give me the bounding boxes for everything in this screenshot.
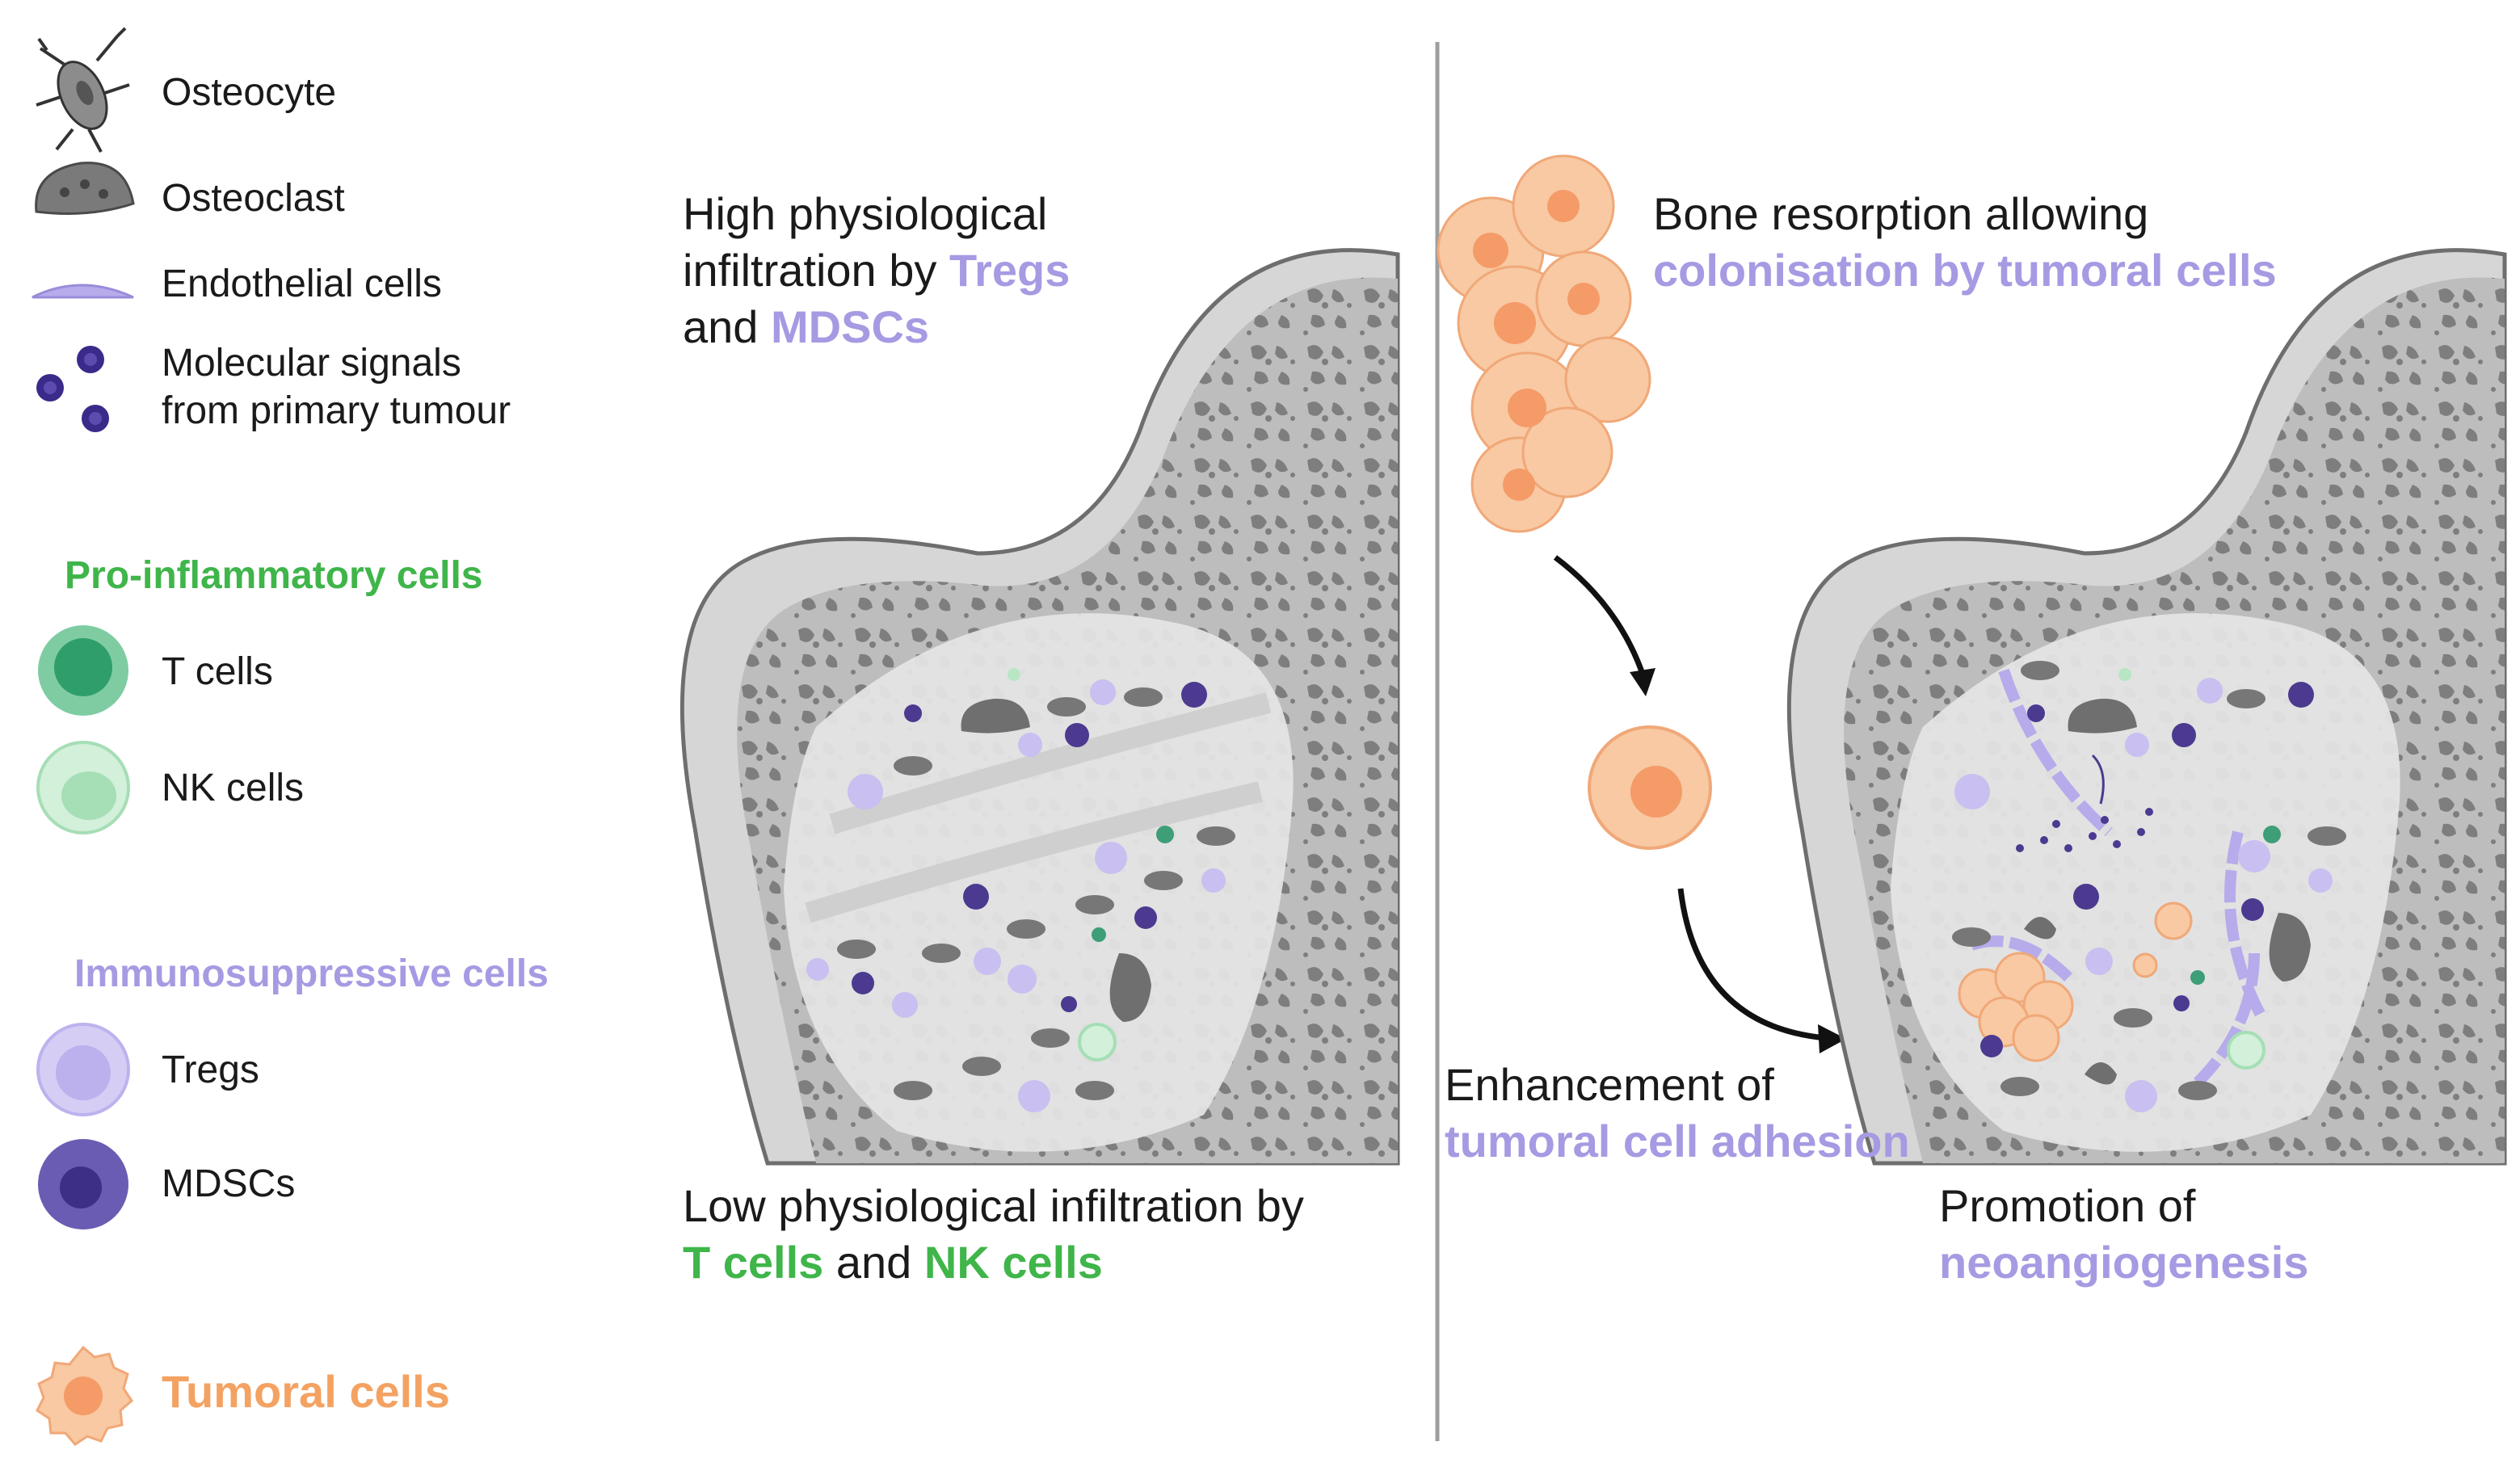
right-top-caption: Bone resorption allowing colonisation by…	[1653, 186, 2277, 299]
left-top-line2: infiltration by Tregs	[683, 245, 1071, 296]
adhesion-line1: Enhancement of	[1445, 1059, 1774, 1110]
tumour-cell-illustration	[1588, 725, 1712, 850]
legend-tumoral-label: Tumoral cells	[162, 1366, 450, 1417]
legend-osteocyte-label: Osteocyte	[162, 71, 337, 114]
adhesion-caption: Enhancement of tumoral cell adhesion	[1445, 1057, 1910, 1170]
tcells-highlight: T cells	[683, 1237, 824, 1288]
left-bottom-line1: Low physiological infiltration by	[683, 1180, 1304, 1231]
legend-tregs-label: Tregs	[162, 1049, 259, 1091]
right-top-line2: colonisation by tumoral cells	[1653, 245, 2277, 296]
right-top-line1: Bone resorption allowing	[1653, 188, 2149, 239]
left-bottom-caption: Low physiological infiltration by T cell…	[683, 1178, 1304, 1291]
legend-mdscs-label: MDSCs	[162, 1162, 296, 1205]
legend-osteoclast-label: Osteoclast	[162, 177, 345, 220]
molecular-signals-icon	[36, 346, 109, 432]
legend-tcells-label: T cells	[162, 650, 273, 693]
legend-signals-label-2: from primary tumour	[162, 389, 511, 432]
tregs-highlight: Tregs	[949, 245, 1071, 296]
treg-icon	[36, 1023, 130, 1116]
legend-endothelial-label: Endothelial cells	[162, 263, 442, 305]
endothelial-cell-icon	[32, 284, 134, 299]
nk-cell-icon	[36, 741, 130, 834]
legend-nkcells-label: NK cells	[162, 767, 305, 809]
tumour-cluster-illustration	[1437, 154, 1651, 533]
pro-inflammatory-title: Pro-inflammatory cells	[65, 554, 483, 597]
left-top-caption: High physiological infiltration by Tregs…	[683, 186, 1070, 355]
neoangiogenesis-caption: Promotion of neoangiogenesis	[1939, 1178, 2308, 1291]
tumoral-cell-icon	[36, 1345, 133, 1446]
t-cell-icon	[38, 625, 128, 716]
mdsc-icon	[38, 1139, 128, 1230]
mdscs-highlight: MDSCs	[771, 301, 930, 352]
left-top-line3: and MDSCs	[683, 301, 930, 352]
arrow-right-icon	[1677, 888, 1846, 1053]
osteocyte-icon	[36, 27, 130, 153]
osteoclast-icon	[35, 162, 135, 215]
right-bone-illustration	[1786, 248, 2507, 1166]
nkcells-highlight: NK cells	[923, 1237, 1103, 1288]
adhesion-line2: tumoral cell adhesion	[1445, 1116, 1910, 1166]
left-top-line1: High physiological	[683, 188, 1048, 239]
immunosuppressive-title: Immunosuppressive cells	[74, 952, 549, 995]
legend-signals-label-1: Molecular signals	[162, 342, 461, 385]
left-bottom-line2: T cells and NK cells	[683, 1237, 1103, 1288]
promo-line2: neoangiogenesis	[1939, 1237, 2309, 1288]
promo-line1: Promotion of	[1939, 1180, 2196, 1231]
arrow-down-icon	[1553, 555, 1655, 696]
left-bone-illustration	[679, 248, 1400, 1166]
